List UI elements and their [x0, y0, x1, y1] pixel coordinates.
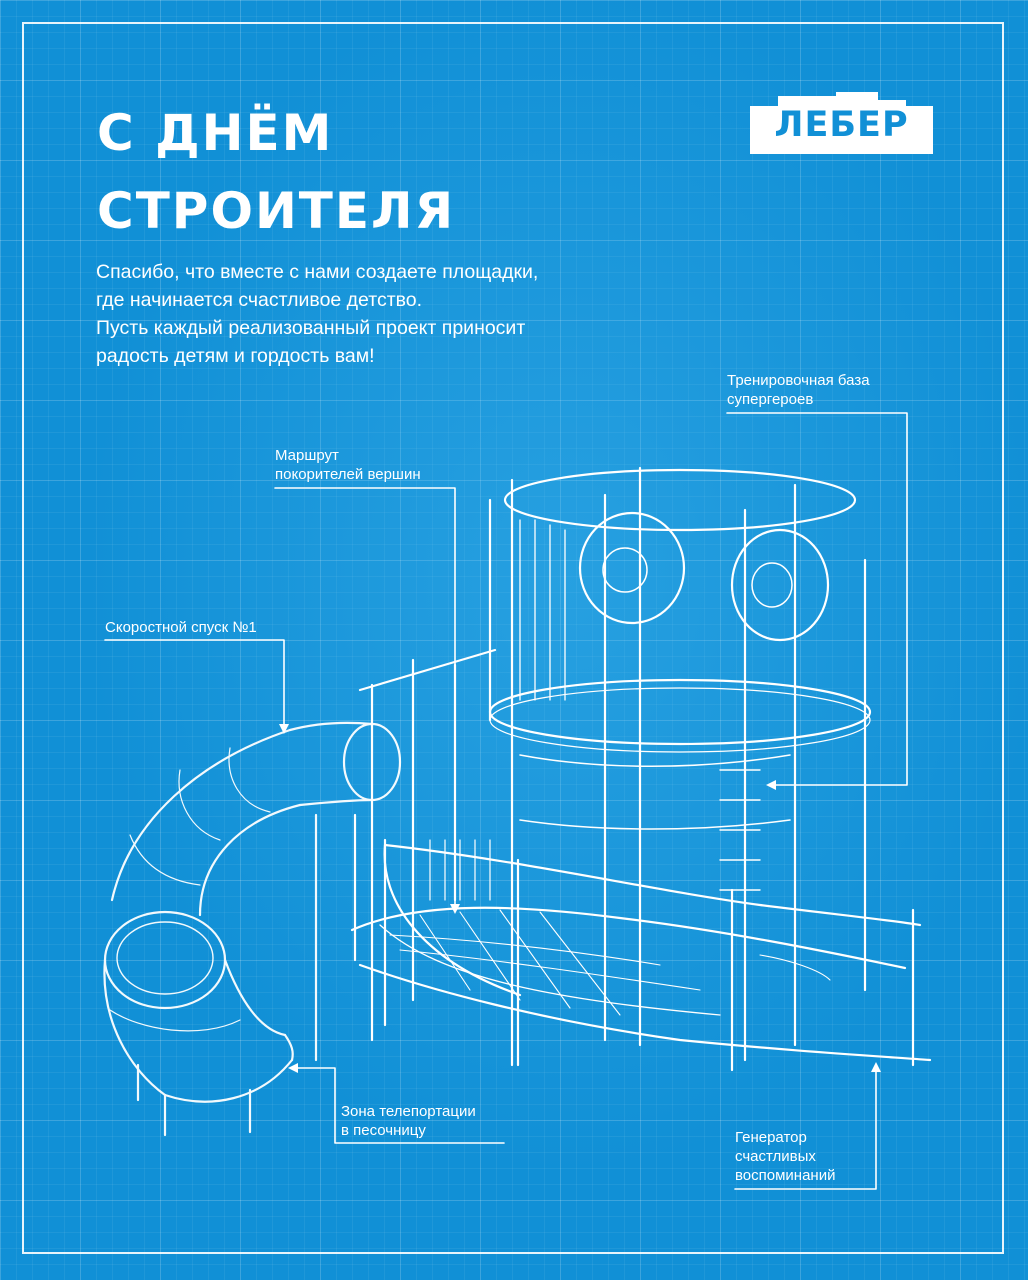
label-training-base: Тренировочная база супергероев [727, 371, 870, 409]
logo-text: ЛЕБЕР [774, 105, 909, 145]
label-line: Скоростной спуск №1 [105, 619, 257, 636]
subtitle-line: Спасибо, что вместе с нами создаете площ… [96, 261, 539, 283]
label-line: Генератор [735, 1129, 807, 1146]
label-line: покорителей вершин [275, 466, 421, 483]
label-slide: Скоростной спуск №1 [105, 618, 257, 637]
label-line: счастливых [735, 1148, 816, 1165]
tube-slide [103, 721, 402, 1137]
border-frame [22, 22, 1004, 1254]
label-line: Маршрут [275, 447, 339, 464]
callout-arrows [279, 724, 881, 1073]
label-teleport: Зона телепортации в песочницу [341, 1102, 476, 1140]
subtitle: Спасибо, что вместе с нами создаете площ… [96, 258, 616, 370]
subtitle-line: где начинается счастливое детство. [96, 289, 423, 311]
label-line: супергероев [727, 391, 814, 408]
label-generator: Генератор счастливых воспоминаний [735, 1128, 835, 1185]
subtitle-line: Пусть каждый реализованный проект принос… [96, 317, 526, 339]
leber-logo [750, 92, 933, 154]
title-line-2: СТРОИТЕЛЯ [97, 182, 456, 240]
label-line: в песочницу [341, 1122, 426, 1139]
label-line: воспоминаний [735, 1167, 836, 1184]
label-line: Тренировочная база [727, 372, 870, 389]
label-route: Маршрут покорителей вершин [275, 446, 421, 484]
label-line: Зона телепортации [341, 1103, 476, 1120]
railing [353, 813, 922, 1072]
rope-net-deck [350, 906, 932, 1062]
climbing-tower [488, 466, 872, 1067]
title-line-1: С ДНЁМ [97, 104, 334, 162]
subtitle-line: радость детям и гордость вам! [96, 345, 375, 367]
side-frame [358, 648, 497, 1042]
callout-lines [104, 412, 908, 1190]
